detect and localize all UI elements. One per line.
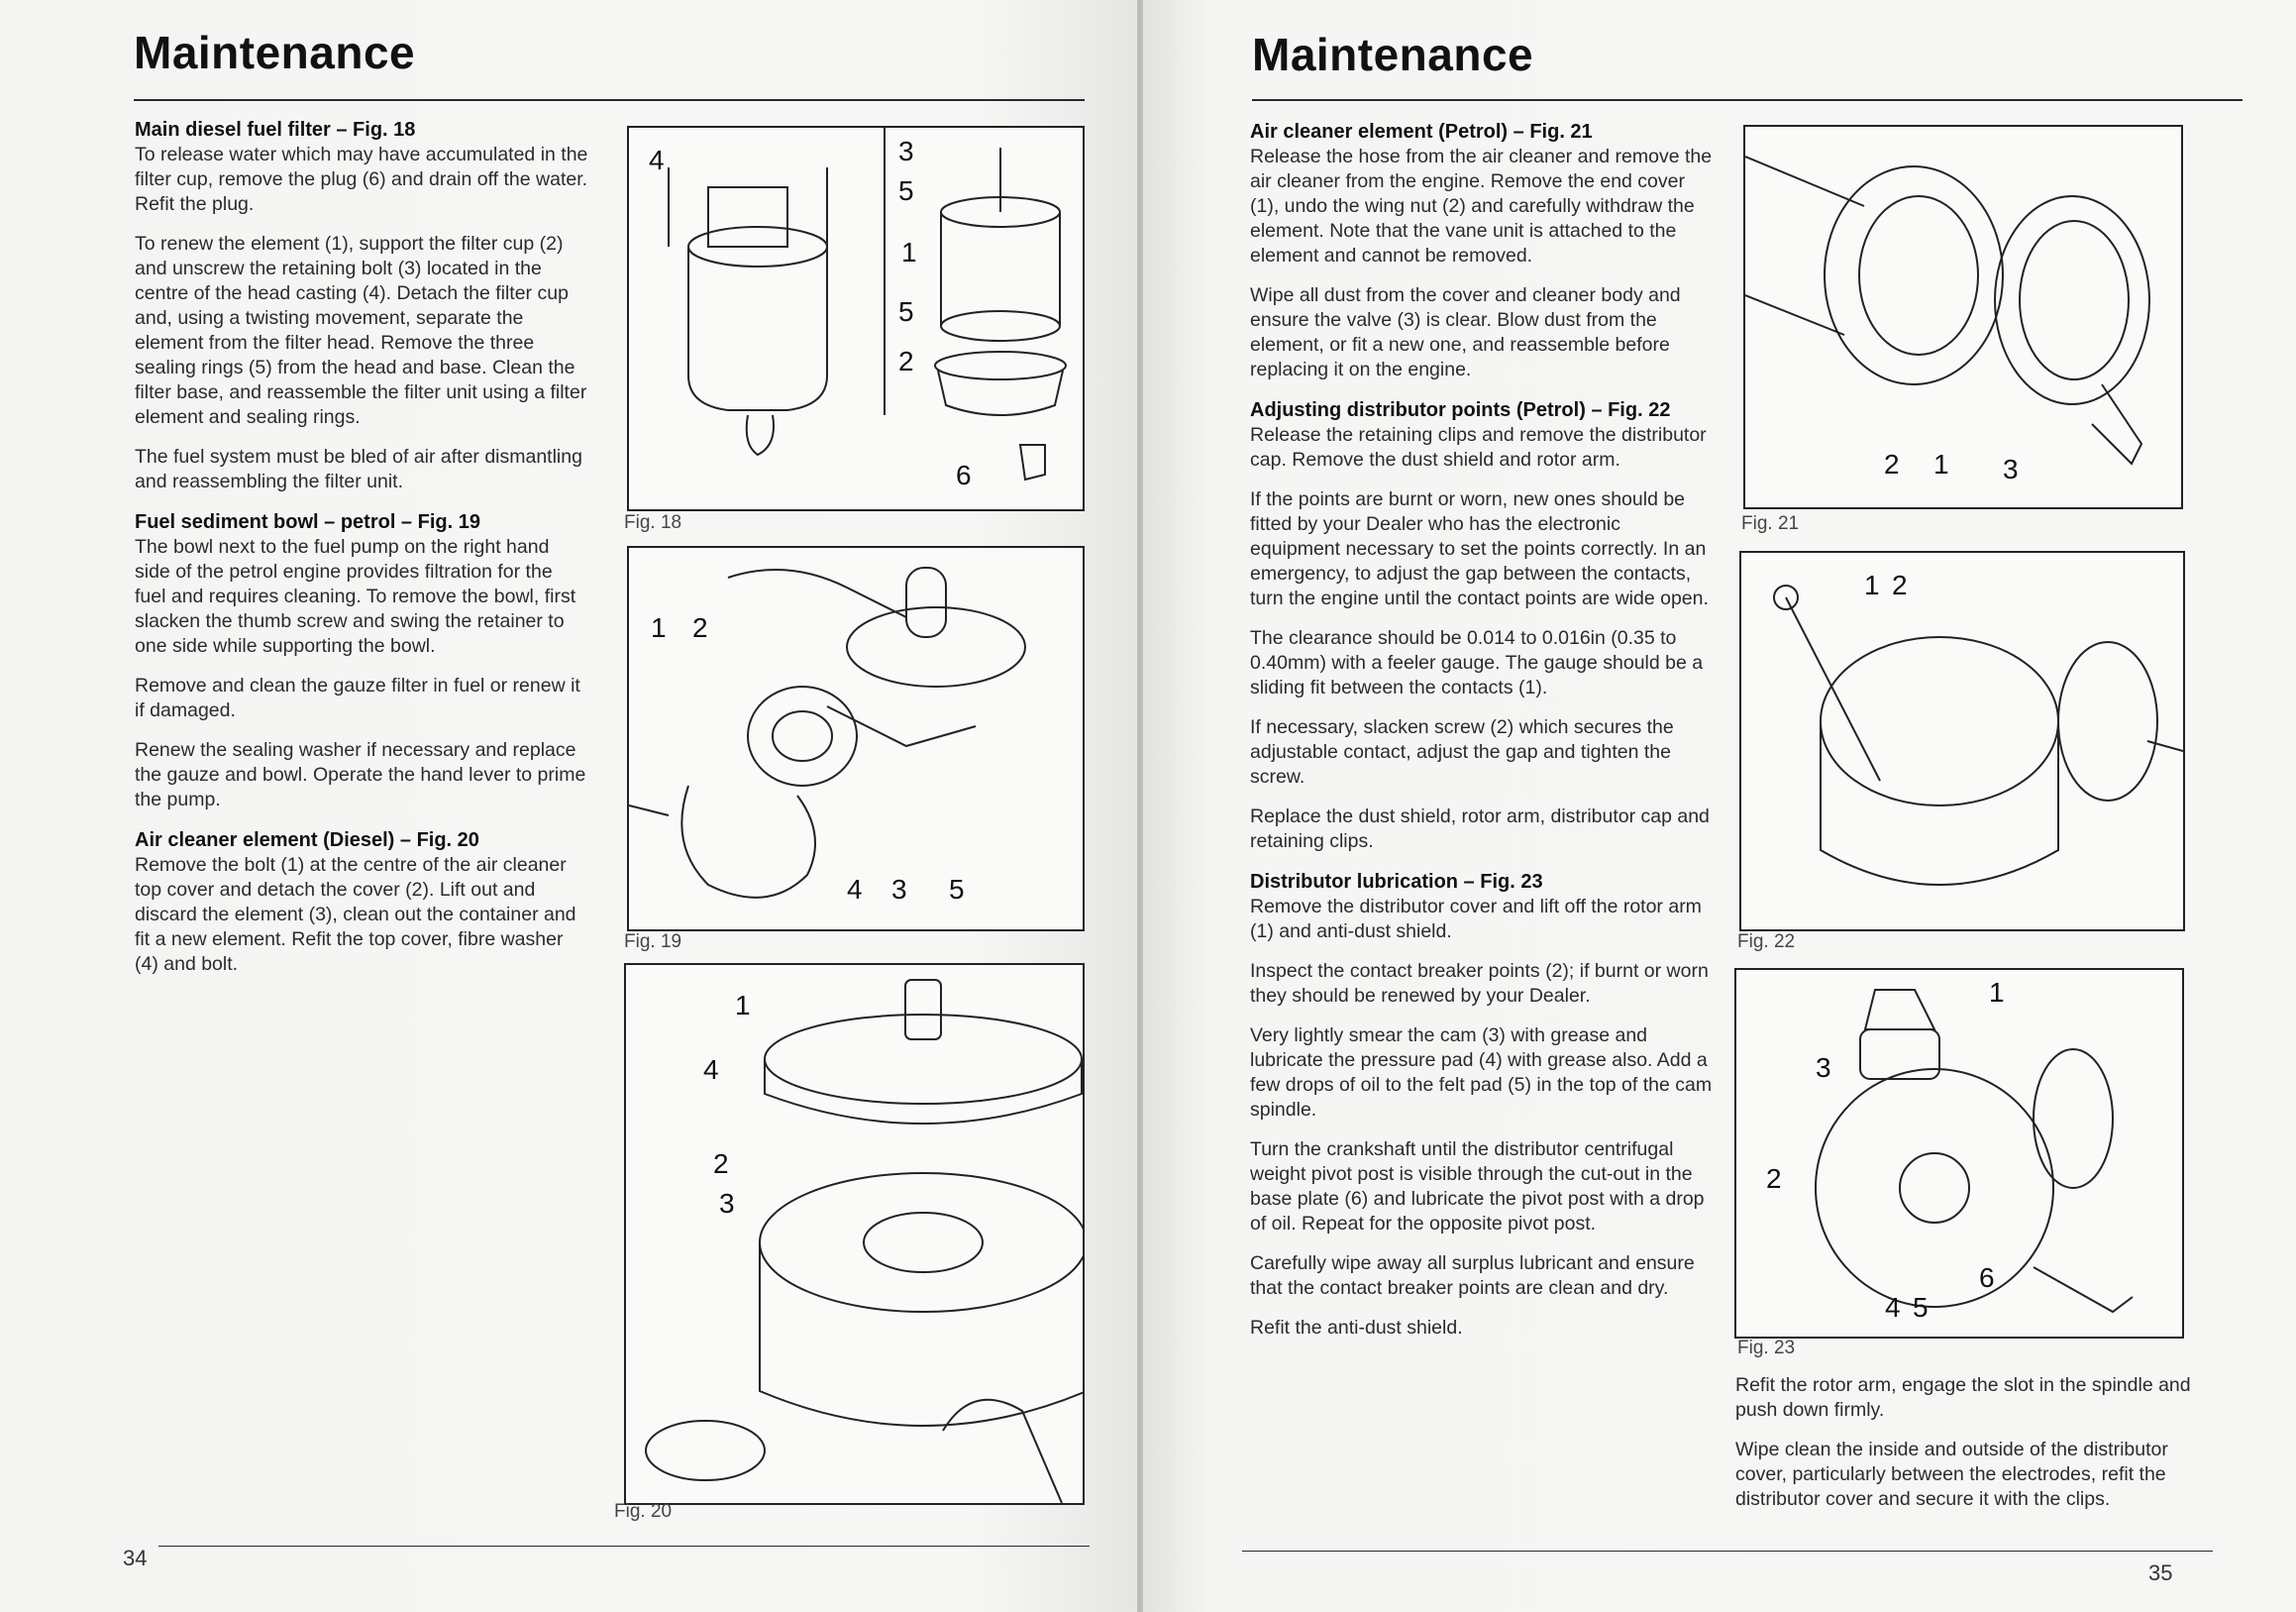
callout-label: 5 [949,874,965,905]
paragraph: To release water which may have accumula… [135,144,588,215]
callout-label: 6 [956,460,972,490]
callout-label: 4 [1885,1292,1901,1323]
callout-label: 2 [1892,570,1908,600]
page-number: 35 [2148,1560,2173,1585]
paragraph: Turn the crankshaft until the distributo… [1250,1138,1705,1235]
callout-label: 2 [898,346,914,376]
callout-label: 3 [719,1188,735,1219]
figure-caption: Fig. 20 [614,1501,673,1522]
petrol-air-cleaner-illustration: 2 1 3 [1745,156,2150,484]
paragraph: Remove the bolt (1) at the centre of the… [135,854,576,975]
paragraph: Carefully wipe away all surplus lubrican… [1250,1252,1695,1299]
paragraph: To renew the element (1), support the fi… [135,233,587,428]
figure-19-fuel-sediment-bowl: 1 2 4 3 5 [627,546,1085,931]
figure-22-distributor-points: 1 2 [1739,551,2185,931]
callout-label: 5 [898,175,914,206]
callout-label: 1 [651,612,667,643]
callout-label: 1 [1933,449,1949,480]
right-side-text: Refit the rotor arm, engage the slot in … [1735,1373,2191,1527]
paragraph: Wipe clean the inside and outside of the… [1735,1439,2168,1510]
callout-label: 3 [2003,454,2019,484]
paragraph: Renew the sealing washer if necessary an… [135,739,586,810]
right-page: Maintenance Air cleaner element (Petrol)… [1143,0,2296,1612]
footer-rule [158,1546,1090,1547]
paragraph: Wipe all dust from the cover and cleaner… [1250,284,1681,380]
footer-rule [1242,1551,2213,1552]
paragraph: Refit the rotor arm, engage the slot in … [1735,1374,2191,1421]
callout-label: 2 [713,1148,729,1179]
air-cleaner-illustration: 1 4 2 3 [645,979,1083,1503]
figure-caption: Fig. 23 [1737,1338,1796,1358]
sediment-bowl-illustration: 1 2 4 3 5 [629,567,1026,905]
callout-label: 4 [703,1054,719,1085]
paragraph: The clearance should be 0.014 to 0.016in… [1250,627,1704,699]
paragraph: Remove the distributor cover and lift of… [1250,896,1702,942]
paragraph: Release the retaining clips and remove t… [1250,424,1707,471]
distributor-points-illustration: 1 2 [1773,570,2183,886]
header-rule [1252,99,2243,101]
paragraph: The bowl next to the fuel pump on the ri… [135,536,576,657]
figure-caption: Fig. 18 [624,512,682,533]
callout-label: 2 [692,612,708,643]
section-heading: Adjusting distributor points (Petrol) – … [1250,399,1671,421]
left-page: Maintenance Main diesel fuel filter – Fi… [0,0,1137,1612]
header-rule [134,99,1085,101]
right-text-column: Air cleaner element (Petrol) – Fig. 21 R… [1250,119,1716,1355]
callout-label: 5 [1913,1292,1929,1323]
paragraph: The fuel system must be bled of air afte… [135,446,582,492]
callout-label: 5 [898,296,914,327]
distributor-lubrication-illustration: 1 3 2 4 5 6 [1766,977,2134,1323]
page-number: 34 [123,1546,148,1570]
callout-label: 2 [1766,1163,1782,1194]
callout-label: 2 [1884,449,1900,480]
section-heading: Fuel sediment bowl – petrol – Fig. 19 [135,511,480,533]
page-title: Maintenance [134,27,416,78]
callout-label: 3 [1816,1052,1831,1083]
paragraph: If the points are burnt or worn, new one… [1250,488,1709,609]
callout-label: 6 [1979,1262,1995,1293]
callout-label: 4 [649,145,665,175]
paragraph: Very lightly smear the cam (3) with grea… [1250,1024,1713,1121]
page-title: Maintenance [1252,29,1534,80]
paragraph: If necessary, slacken screw (2) which se… [1250,716,1674,788]
figure-21-petrol-air-cleaner: 2 1 3 [1743,125,2183,509]
paragraph: Remove and clean the gauze filter in fue… [135,675,580,721]
paragraph: Inspect the contact breaker points (2); … [1250,960,1709,1007]
figure-caption: Fig. 21 [1741,513,1800,534]
section-heading: Main diesel fuel filter – Fig. 18 [135,119,416,141]
figure-caption: Fig. 22 [1737,931,1796,952]
callout-label: 1 [735,990,751,1021]
callout-label: 1 [901,237,917,268]
paragraph: Refit the anti-dust shield. [1250,1317,1463,1339]
figure-caption: Fig. 19 [624,931,682,952]
figure-23-distributor-lubrication: 1 3 2 4 5 6 [1734,968,2184,1339]
paragraph: Release the hose from the air cleaner an… [1250,146,1713,267]
callout-label: 3 [898,136,914,166]
figure-20-diesel-air-cleaner: 1 4 2 3 [624,963,1085,1505]
figure-18-diesel-fuel-filter: 4 3 5 1 5 2 6 [627,126,1085,511]
section-heading: Air cleaner element (Petrol) – Fig. 21 [1250,121,1593,143]
fuel-filter-illustration: 4 3 5 1 5 2 6 [649,128,1067,490]
paragraph: Replace the dust shield, rotor arm, dist… [1250,806,1710,852]
callout-label: 4 [847,874,863,905]
section-heading: Air cleaner element (Diesel) – Fig. 20 [135,829,479,851]
callout-label: 1 [1864,570,1880,600]
section-heading: Distributor lubrication – Fig. 23 [1250,871,1543,893]
left-text-column: Main diesel fuel filter – Fig. 18 To rel… [135,117,588,992]
callout-label: 1 [1989,977,2005,1008]
callout-label: 3 [891,874,907,905]
